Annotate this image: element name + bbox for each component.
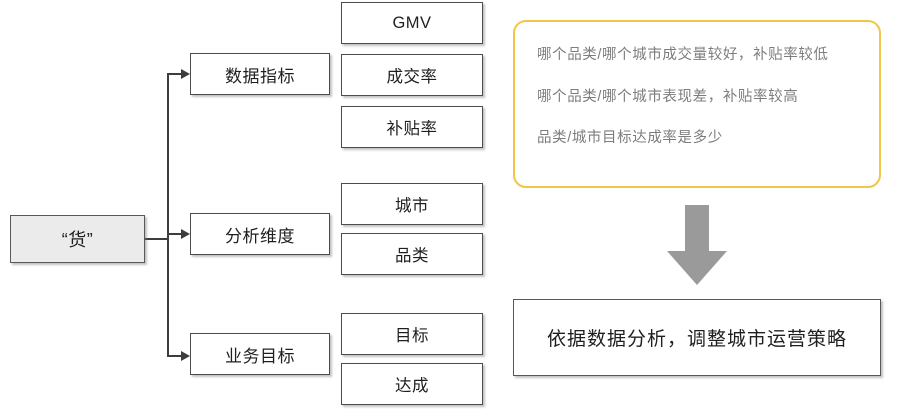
leaf-node-gmv[interactable]: GMV [341,2,483,44]
connector-root-to-trunk [145,238,168,240]
branch-node-analysis-dimension[interactable]: 分析维度 [190,213,330,255]
arrowhead-branch-1 [181,69,190,79]
leaf-node-conversion-rate[interactable]: 成交率 [341,54,483,96]
connector-trunk-to-branch-2 [167,233,182,235]
down-arrow-icon [657,205,737,285]
leaf-node-category[interactable]: 品类 [341,233,483,275]
connector-trunk-to-branch-3 [167,355,182,357]
leaf-node-city[interactable]: 城市 [341,183,483,225]
leaf-node-subsidy-rate[interactable]: 补贴率 [341,106,483,148]
branch-node-data-metrics[interactable]: 数据指标 [190,53,330,95]
root-node-huo[interactable]: “货” [10,215,145,263]
leaf-node-achievement[interactable]: 达成 [341,363,483,405]
question-panel: 哪个品类/哪个城市成交量较好，补贴率较低 哪个品类/哪个城市表现差，补贴率较高 … [513,20,881,188]
connector-trunk-vertical [167,73,169,356]
arrowhead-branch-2 [181,229,190,239]
leaf-node-target[interactable]: 目标 [341,313,483,355]
question-line-1: 哪个品类/哪个城市成交量较好，补贴率较低 [537,47,829,63]
conclusion-box[interactable]: 依据数据分析，调整城市运营策略 [513,299,881,376]
arrowhead-branch-3 [181,351,190,361]
question-line-3: 品类/城市目标达成率是多少 [537,130,723,146]
connector-trunk-to-branch-1 [167,73,182,75]
question-line-2: 哪个品类/哪个城市表现差，补贴率较高 [537,88,799,105]
branch-node-business-goal[interactable]: 业务目标 [190,333,330,375]
